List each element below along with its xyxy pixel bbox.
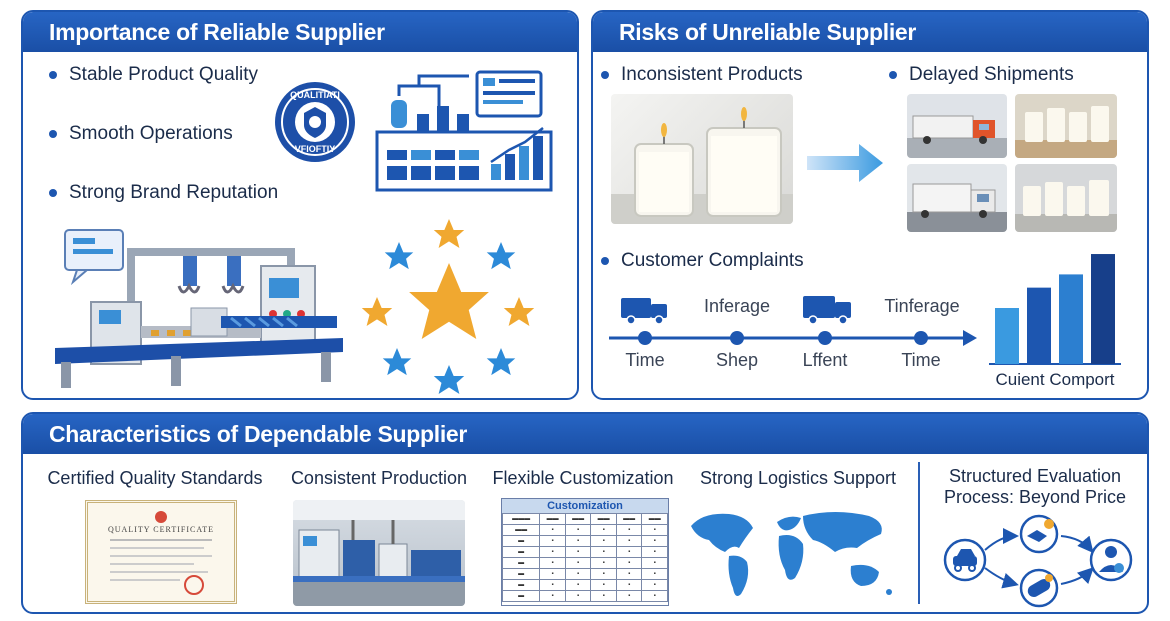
truck-photo-1 xyxy=(907,94,1007,158)
candles-stock-photo-2 xyxy=(1015,164,1117,232)
vehicle-icon xyxy=(943,538,987,582)
timeline-bottom-label: Time xyxy=(625,350,665,370)
bullet-delayed-shipments: Delayed Shipments xyxy=(889,64,1074,86)
timeline-bottom-label: Time xyxy=(901,350,941,370)
quality-seal-icon: QUALITIATI VFIOFTIY xyxy=(273,80,357,164)
customization-table-title: Customization xyxy=(502,499,668,513)
chart-bar-3 xyxy=(1059,274,1083,364)
bullet-dot-icon xyxy=(49,189,57,197)
bullet-dot-icon xyxy=(889,71,897,79)
importance-panel: Importance of Reliable Supplier Stable P… xyxy=(21,10,579,400)
bullet-text: Stable Product Quality xyxy=(69,64,259,85)
bullet-text: Customer Complaints xyxy=(621,250,804,271)
chart-bar-4 xyxy=(1091,254,1115,364)
timeline-top-label: Tinferage xyxy=(884,296,960,316)
arrow-right-icon xyxy=(807,140,887,186)
world-map-icon xyxy=(685,504,903,608)
handshake-icon xyxy=(1019,514,1059,554)
production-machine-illustration xyxy=(51,222,347,394)
evaluation-process-diagram xyxy=(939,514,1135,610)
chart-bar-1 xyxy=(995,308,1019,364)
candles-stock-photo-1 xyxy=(1015,94,1117,158)
column-title-certified: Certified Quality Standards xyxy=(47,468,263,488)
monitoring-dashboard-icon xyxy=(369,66,555,194)
characteristics-panel-title: Characteristics of Dependable Supplier xyxy=(23,414,1147,454)
section-divider xyxy=(918,462,920,604)
bar-chart-canvas xyxy=(989,254,1121,365)
bullet-smooth-operations: Smooth Operations xyxy=(49,123,233,145)
candles-photo xyxy=(611,94,793,224)
risks-panel: Risks of Unreliable Supplier Inconsisten… xyxy=(591,10,1149,400)
certificate-title: QUALITY CERTIFICATE xyxy=(108,525,214,534)
column-title-production: Consistent Production xyxy=(290,468,468,488)
customization-table: Customization ▬▬▬▬▬▬▬▬▬▬▬▬▬ ▬▬▪▪▪▪▪ ▬▪▪▪… xyxy=(501,498,669,606)
importance-panel-title: Importance of Reliable Supplier xyxy=(23,12,577,52)
stars-rating-icon xyxy=(359,217,539,397)
bullet-stable-quality: Stable Product Quality xyxy=(49,64,258,86)
truck-icon xyxy=(621,298,667,325)
column-title-logistics: Strong Logistics Support xyxy=(699,468,897,488)
column-title-customization: Flexible Customization xyxy=(492,468,674,488)
bullet-text: Inconsistent Products xyxy=(621,64,803,85)
evaluation-title: Structured Evaluation Process: Beyond Pr… xyxy=(927,466,1143,508)
seal-top-text: QUALITIATI xyxy=(290,90,340,100)
truck-icon xyxy=(803,296,851,325)
timeline-bottom-label: Lffent xyxy=(802,350,848,370)
bullet-text: Delayed Shipments xyxy=(909,64,1074,85)
characteristics-panel: Characteristics of Dependable Supplier C… xyxy=(21,412,1149,614)
quality-certificate-image: QUALITY CERTIFICATE xyxy=(85,500,237,604)
evaluation-title-line-1: Structured Evaluation xyxy=(948,466,1122,486)
bullet-text: Strong Brand Reputation xyxy=(69,182,279,203)
delivery-timeline: Inferage Tinferage Time Shep Lffent Time xyxy=(607,292,977,372)
bullet-inconsistent-products: Inconsistent Products xyxy=(601,64,803,86)
chart-label: Cuient Comport xyxy=(995,370,1115,389)
bullet-customer-complaints: Customer Complaints xyxy=(601,250,804,272)
bullet-dot-icon xyxy=(49,71,57,79)
production-line-photo xyxy=(293,500,465,606)
person-check-icon xyxy=(1089,538,1133,582)
truck-photo-2 xyxy=(907,164,1007,232)
bullet-text: Smooth Operations xyxy=(69,123,233,144)
seal-bottom-text: VFIOFTIY xyxy=(294,144,336,154)
timeline-top-label: Inferage xyxy=(703,296,771,316)
bullet-brand-reputation: Strong Brand Reputation xyxy=(49,182,278,204)
timeline-bottom-label: Shep xyxy=(715,350,759,370)
evaluation-title-line-2: Process: Beyond Price xyxy=(943,487,1127,507)
risks-panel-title: Risks of Unreliable Supplier xyxy=(593,12,1147,52)
bullet-dot-icon xyxy=(601,257,609,265)
customization-grid: ▬▬▬▬▬▬▬▬▬▬▬▬▬ ▬▬▪▪▪▪▪ ▬▪▪▪▪▪ ▬▪▪▪▪▪ ▬▪▪▪… xyxy=(501,513,668,602)
chart-bar-2 xyxy=(1027,287,1051,364)
complaints-bar-chart: Cuient Comport xyxy=(987,248,1123,394)
pill-icon xyxy=(1019,568,1059,608)
bullet-dot-icon xyxy=(49,130,57,138)
bullet-dot-icon xyxy=(601,71,609,79)
